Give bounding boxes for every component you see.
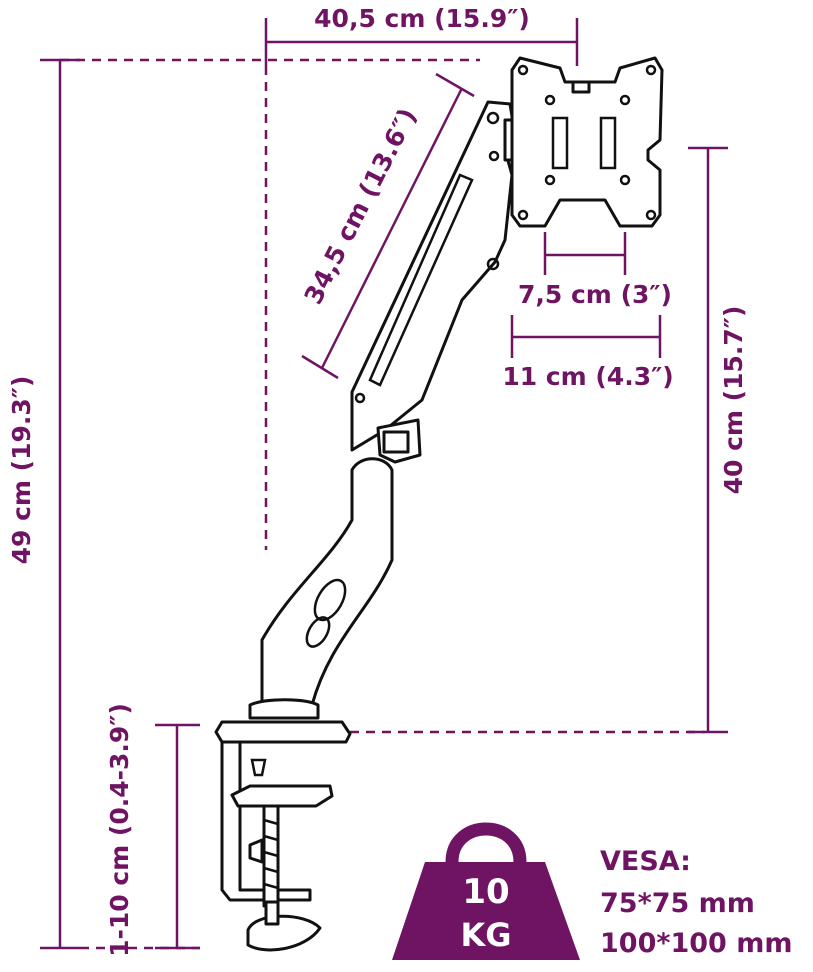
vesa-size-75: 75*75 mm: [600, 888, 755, 919]
clamp-range-label: 1-10 cm (0.4-3.9″): [105, 703, 134, 957]
vesa-title: VESA:: [600, 846, 691, 877]
monitor-arm-illustration: [214, 56, 664, 952]
height-left-label: 49 cm (19.3″): [7, 376, 36, 565]
height-right-label: 40 cm (15.7″): [719, 306, 748, 495]
dimension-lines: [40, 18, 728, 950]
vesa-size-100: 100*100 mm: [600, 928, 793, 959]
weight-unit: KG: [460, 916, 511, 954]
vesa-large-label: 11 cm (4.3″): [502, 362, 673, 391]
width-top-label: 40,5 cm (15.9″): [314, 4, 530, 33]
vesa-small-label: 7,5 cm (3″): [518, 280, 672, 309]
weight-value: 10: [462, 872, 509, 912]
weight-icon: [392, 822, 580, 960]
